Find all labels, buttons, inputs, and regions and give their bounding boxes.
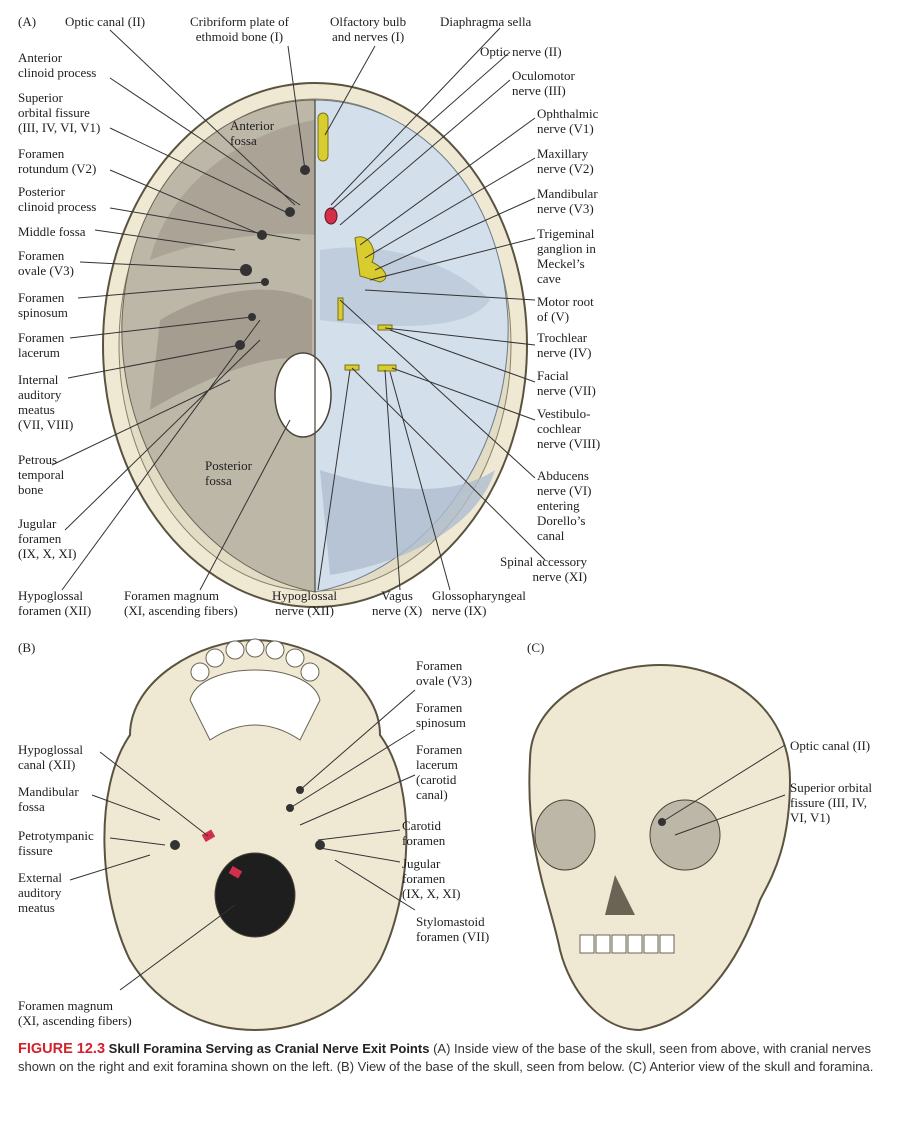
label-foramen-rotundum: Foramen rotundum (V2) bbox=[18, 146, 97, 176]
label-posterior-clinoid: Posterior clinoid process bbox=[18, 184, 97, 214]
label-posterior-fossa: Posterior fossa bbox=[205, 458, 252, 488]
label-abducens-nerve: Abducens nerve (VI) entering Dorello’s c… bbox=[537, 468, 592, 543]
label-optic-canal-c: Optic canal (II) bbox=[790, 738, 871, 753]
panel-a-skull-base bbox=[102, 82, 528, 608]
panel-a-leader-lines bbox=[51, 27, 546, 591]
label-anterior-fossa: Anterior fossa bbox=[230, 118, 275, 148]
label-diaphragma-sella: Diaphragma sella bbox=[440, 14, 532, 29]
label-vagus-nerve: Vagus nerve (X) bbox=[372, 588, 423, 618]
label-external-auditory-meatus: External auditory meatus bbox=[18, 870, 63, 915]
label-carotid-foramen: Carotid foramen bbox=[402, 818, 446, 848]
label-trigeminal-ganglion: Trigeminal ganglion in Meckel’s cave bbox=[537, 226, 596, 286]
label-olfactory-bulb: Olfactory bulb and nerves (I) bbox=[330, 14, 407, 44]
figure-caption: FIGURE 12.3 Skull Foramina Serving as Cr… bbox=[18, 1040, 888, 1076]
label-optic-nerve: Optic nerve (II) bbox=[480, 44, 562, 59]
label-mandibular-fossa: Mandibular fossa bbox=[18, 784, 79, 814]
caption-text: (A) Inside view of the base of the skull… bbox=[18, 1041, 874, 1074]
panel-b-leader-lines bbox=[69, 689, 416, 991]
label-hypoglossal-nerve: Hypoglossal nerve (XII) bbox=[272, 588, 337, 618]
label-superior-orbital-fissure-c: Superior orbital fissure (III, IV, VI, V… bbox=[790, 780, 872, 825]
label-cribriform-plate: Cribriform plate of ethmoid bone (I) bbox=[190, 14, 289, 44]
label-oculomotor-nerve: Oculomotor nerve (III) bbox=[512, 68, 575, 98]
label-foramen-lacerum: Foramen lacerum bbox=[18, 330, 65, 360]
caption-title: Skull Foramina Serving as Cranial Nerve … bbox=[108, 1041, 430, 1056]
label-stylomastoid-foramen: Stylomastoid foramen (VII) bbox=[416, 914, 490, 944]
label-facial-nerve: Facial nerve (VII) bbox=[537, 368, 596, 398]
label-petrotympanic-fissure: Petrotympanic fissure bbox=[18, 828, 94, 858]
label-foramen-spinosum-b: Foramen spinosum bbox=[416, 700, 466, 730]
label-foramen-magnum-a: Foramen magnum (XI, ascending fibers) bbox=[124, 588, 238, 618]
label-maxillary-nerve: Maxillary nerve (V2) bbox=[537, 146, 594, 176]
label-foramen-ovale: Foramen ovale (V3) bbox=[18, 248, 74, 278]
label-motor-root: Motor root of (V) bbox=[537, 294, 594, 324]
label-optic-canal: Optic canal (II) bbox=[65, 14, 146, 29]
label-petrous-temporal-bone: Petrous temporal bone bbox=[18, 452, 65, 497]
label-spinal-accessory-nerve: Spinal accessory nerve (XI) bbox=[500, 554, 588, 584]
label-superior-orbital-fissure: Superior orbital fissure (III, IV, VI, V… bbox=[18, 90, 101, 135]
label-vestibulocochlear-nerve: Vestibulo- cochlear nerve (VIII) bbox=[537, 406, 601, 451]
label-glossopharyngeal-nerve: Glossopharyngeal nerve (IX) bbox=[432, 588, 526, 618]
label-mandibular-nerve: Mandibular nerve (V3) bbox=[537, 186, 598, 216]
label-foramen-spinosum: Foramen spinosum bbox=[18, 290, 68, 320]
label-internal-auditory-meatus: Internal auditory meatus (VII, VIII) bbox=[18, 372, 74, 432]
label-ophthalmic-nerve: Ophthalmic nerve (V1) bbox=[537, 106, 599, 136]
label-anterior-clinoid: Anterior clinoid process bbox=[18, 50, 97, 80]
panel-c-marker: (C) bbox=[527, 640, 545, 655]
label-jugular-foramen-b: Jugular foramen (IX, X, XI) bbox=[402, 856, 461, 901]
panel-b-marker: (B) bbox=[18, 640, 36, 655]
label-middle-fossa: Middle fossa bbox=[18, 224, 86, 239]
label-trochlear-nerve: Trochlear nerve (IV) bbox=[537, 330, 592, 360]
caption-figure-number: FIGURE 12.3 bbox=[18, 1041, 106, 1057]
panel-b-skull-inferior bbox=[103, 638, 408, 1032]
label-jugular-foramen: Jugular foramen (IX, X, XI) bbox=[18, 516, 77, 561]
panel-c-skull-anterior bbox=[528, 663, 792, 1032]
label-foramen-magnum-b: Foramen magnum (XI, ascending fibers) bbox=[18, 998, 132, 1028]
label-hypoglossal-foramen: Hypoglossal foramen (XII) bbox=[18, 588, 92, 618]
panel-a-marker: (A) bbox=[18, 14, 37, 29]
label-foramen-ovale-b: Foramen ovale (V3) bbox=[416, 658, 472, 688]
label-foramen-lacerum-b: Foramen lacerum (carotid canal) bbox=[416, 742, 463, 802]
label-hypoglossal-canal: Hypoglossal canal (XII) bbox=[18, 742, 83, 772]
panel-c-leader-lines bbox=[661, 744, 786, 836]
